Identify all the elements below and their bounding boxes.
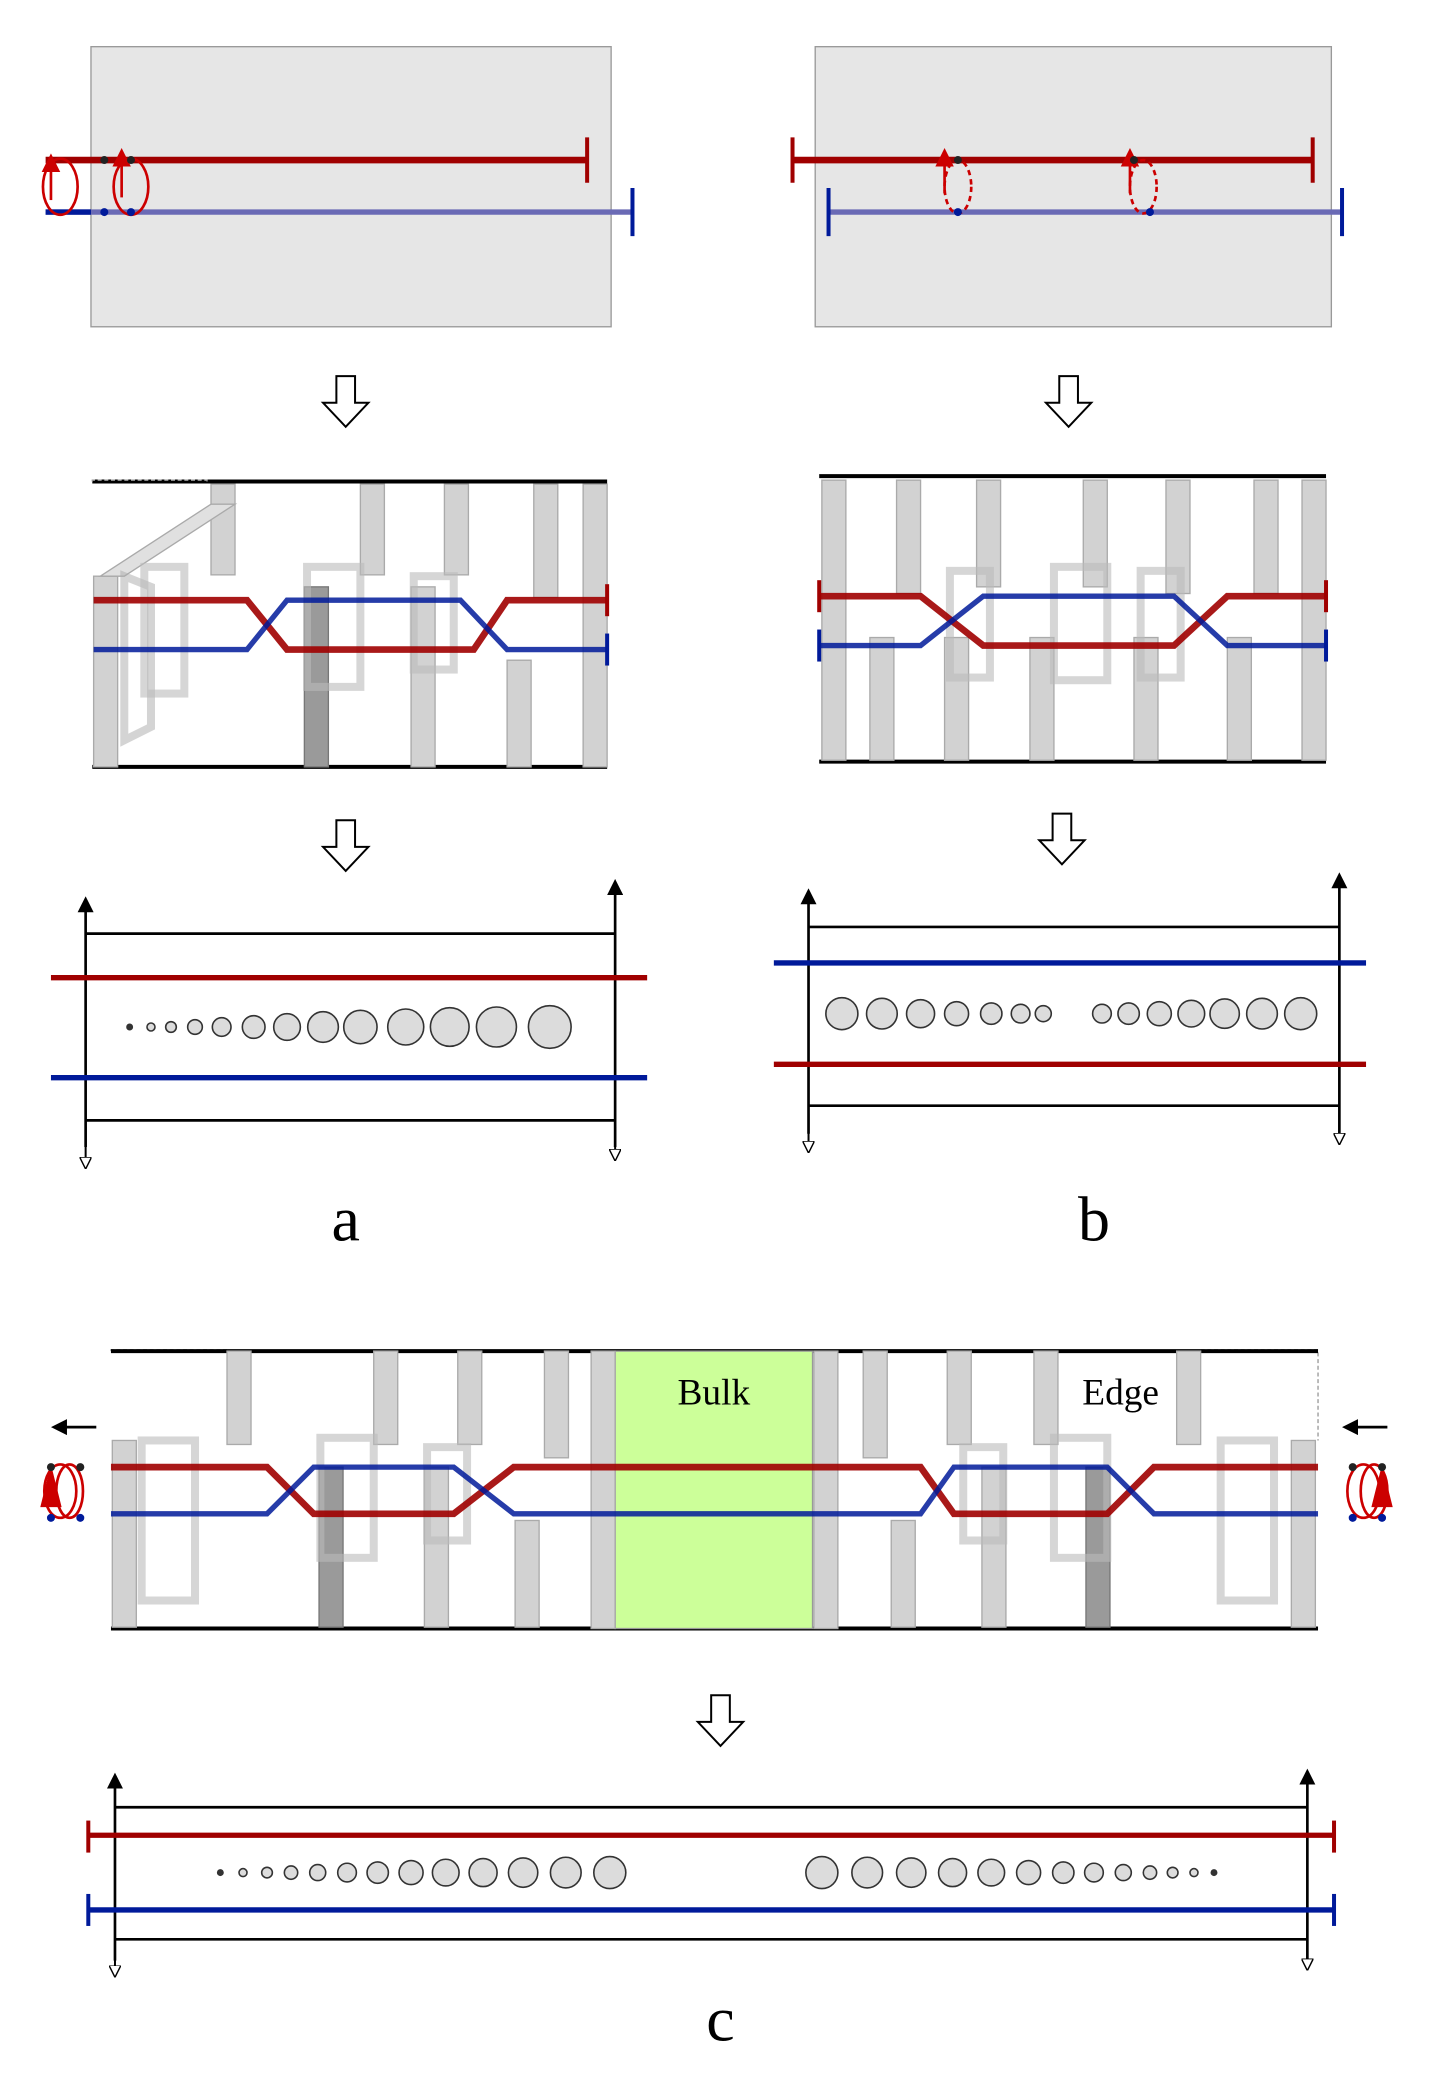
panel-b-blue-path — [819, 593, 1327, 649]
panel-a-grey-box — [90, 46, 612, 328]
right-loop-icon — [1346, 1463, 1393, 1522]
dot — [429, 1006, 470, 1048]
panel-a-blue-path — [93, 597, 608, 653]
dot — [146, 1022, 156, 1032]
dot — [1189, 1867, 1199, 1878]
dot — [186, 1018, 204, 1036]
bulk-region — [614, 1350, 814, 1630]
panel-b-label: b — [1078, 1183, 1110, 1254]
panel-b: b — [773, 46, 1367, 1254]
dot — [398, 1859, 424, 1886]
panel-c-dot-row — [216, 1855, 1218, 1890]
dot — [549, 1856, 582, 1889]
panel-a: a — [41, 46, 648, 1254]
panel-a-red-path — [93, 596, 608, 653]
panel-b-ribbon-diagram — [817, 474, 1329, 764]
dot — [126, 1023, 134, 1031]
panel-b-dot-row — [825, 996, 1318, 1031]
dot — [979, 1002, 1003, 1026]
dot — [211, 1016, 232, 1038]
down-arrow-icon — [1036, 812, 1087, 866]
bulk-label: Bulk — [678, 1372, 751, 1413]
panel-c-dot-diagram — [86, 1768, 1337, 1972]
dot — [238, 1867, 248, 1878]
dot — [283, 1865, 299, 1881]
edge-label: Edge — [1082, 1372, 1159, 1413]
dot — [241, 1014, 266, 1040]
panel-b-red-path — [819, 592, 1327, 649]
dot — [805, 1855, 839, 1890]
down-arrow-icon — [1043, 375, 1094, 429]
dot — [260, 1866, 274, 1879]
dot — [1010, 1003, 1031, 1024]
dot — [164, 1020, 178, 1034]
dot — [1034, 1004, 1053, 1023]
dot — [851, 1856, 884, 1889]
down-arrow-icon — [320, 819, 371, 873]
dot — [431, 1858, 460, 1887]
panel-c-blue-path — [110, 1464, 1319, 1517]
dot — [895, 1857, 927, 1889]
dot — [308, 1863, 327, 1882]
dot — [1209, 998, 1241, 1030]
dot — [1051, 1861, 1075, 1885]
dot — [336, 1862, 358, 1883]
dot — [1117, 1002, 1141, 1026]
dot — [468, 1857, 498, 1888]
dot — [366, 1861, 390, 1885]
panel-a-dot-diagram — [50, 878, 648, 1163]
panel-a-loop-1 — [41, 157, 79, 217]
dot — [342, 1009, 378, 1045]
dot — [937, 1857, 968, 1888]
panel-b-dot-diagram — [773, 872, 1367, 1147]
dot — [1166, 1866, 1179, 1879]
down-arrow-icon — [695, 1694, 746, 1748]
panel-a-dot-row — [126, 1004, 572, 1050]
dot — [592, 1855, 627, 1890]
panel-b-grey-box — [814, 46, 1333, 328]
panel-c: Bulk Edge — [40, 1349, 1393, 2055]
dot — [1015, 1859, 1042, 1886]
dot — [1083, 1862, 1105, 1883]
dot — [865, 997, 899, 1030]
dot — [386, 1008, 425, 1046]
dot — [943, 1000, 970, 1027]
dot — [1283, 996, 1318, 1031]
dot — [1146, 1000, 1173, 1027]
dot — [272, 1012, 302, 1042]
dot — [1114, 1863, 1133, 1882]
dot — [825, 996, 859, 1031]
down-arrow-icon — [320, 375, 371, 429]
dot — [527, 1004, 572, 1050]
dot — [1142, 1865, 1158, 1881]
dot — [507, 1857, 539, 1889]
panel-b-loop-2 — [1128, 158, 1158, 215]
dot — [306, 1010, 340, 1044]
panel-c-label: c — [706, 1984, 734, 2055]
dot — [977, 1858, 1006, 1887]
panel-a-label: a — [332, 1183, 360, 1254]
dot — [905, 998, 936, 1029]
dot — [1091, 1003, 1113, 1024]
dot — [216, 1869, 224, 1877]
dot — [475, 1006, 518, 1048]
panel-a-ribbon-diagram — [91, 479, 610, 769]
dot — [1245, 997, 1279, 1030]
panel-c-ribbon-diagram: Bulk Edge — [110, 1349, 1319, 1631]
dot — [1210, 1869, 1218, 1877]
left-loop-icon — [40, 1463, 85, 1522]
dot — [1177, 999, 1206, 1028]
